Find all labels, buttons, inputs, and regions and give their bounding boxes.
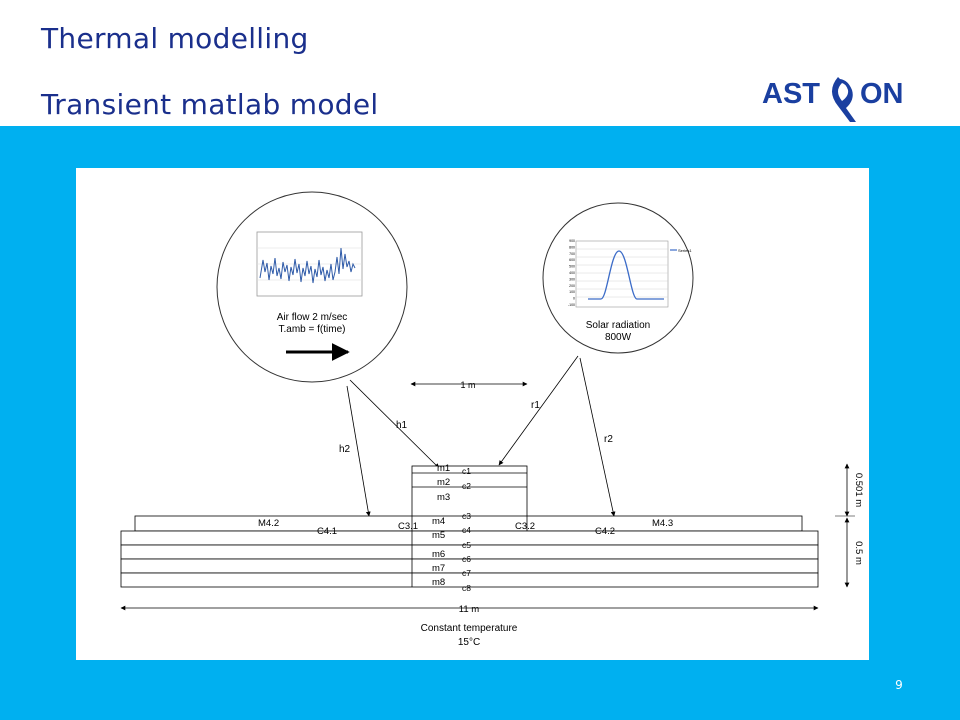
r2-arrow xyxy=(579,357,616,517)
r1-arrow xyxy=(498,355,579,466)
C4-1-label: C4.1 xyxy=(317,526,337,537)
slide-subtitle: Transient matlab model xyxy=(41,88,379,121)
thermal-model-diagram: Air flow 2 m/sec T.amb = f(time) Series1… xyxy=(76,168,869,660)
solar-y-ticks: 900 800 700 600 500 400 300 200 100 0 -100 xyxy=(568,239,575,307)
C3-1-label: C3.1 xyxy=(398,521,418,532)
m1-label: m1 xyxy=(437,463,450,474)
solar-y-tick: 500 xyxy=(569,265,575,269)
dimension-11m-label: 11 m xyxy=(459,604,480,615)
m7-label: m7 xyxy=(432,563,445,574)
solar-y-tick: 300 xyxy=(569,277,575,281)
solar-mini-chart: Series1 900 800 700 600 500 400 300 200 100 0 -100 xyxy=(568,239,692,308)
svg-text:ON: ON xyxy=(860,78,904,110)
constant-temperature-label: Constant temperature xyxy=(421,623,518,634)
h1-label: h1 xyxy=(396,420,408,431)
c7-label: c7 xyxy=(462,568,471,578)
r1-label: r1 xyxy=(531,400,540,411)
c3-label: c3 xyxy=(462,511,471,521)
m5-label: m5 xyxy=(432,530,445,541)
astron-logo: AST ON xyxy=(762,77,904,122)
ground-layers xyxy=(120,530,819,588)
solar-y-tick: 200 xyxy=(569,284,575,288)
slide-title: Thermal modelling xyxy=(41,22,309,55)
solar-y-tick: 0 xyxy=(573,297,575,301)
m4-label: m4 xyxy=(432,516,445,527)
solar-y-tick: 100 xyxy=(569,290,575,294)
c5-label: c5 xyxy=(462,540,471,550)
solar-legend: Series1 xyxy=(678,248,692,253)
c1-label: c1 xyxy=(462,466,471,476)
C4-2-label: C4.2 xyxy=(595,526,615,537)
h2-label: h2 xyxy=(339,444,351,455)
airflow-mini-chart xyxy=(256,231,363,297)
M4-2-label: M4.2 xyxy=(258,518,279,529)
solar-radiation-label: Solar radiation xyxy=(586,320,650,331)
solar-y-tick: 400 xyxy=(569,271,575,275)
dimension-1m-label: 1 m xyxy=(460,380,475,390)
temperature-value-label: 15°C xyxy=(458,637,480,648)
solar-y-tick: 800 xyxy=(569,245,575,249)
m2-label: m2 xyxy=(437,477,450,488)
svg-text:AST: AST xyxy=(762,78,820,110)
solar-power-label: 800W xyxy=(605,332,632,343)
M4-3-label: M4.3 xyxy=(652,518,673,529)
ambient-temperature-label: T.amb = f(time) xyxy=(279,324,346,335)
m3-label: m3 xyxy=(437,492,450,503)
m6-label: m6 xyxy=(432,549,445,560)
solar-y-tick: -100 xyxy=(568,303,575,307)
solar-y-tick: 900 xyxy=(569,239,575,243)
solar-y-tick: 600 xyxy=(569,258,575,262)
dimension-05-label: 0.5 m xyxy=(853,541,864,565)
C3-2-label: C3.2 xyxy=(515,521,535,532)
dimension-0501-label: 0.501 m xyxy=(853,473,864,507)
c4-label: c4 xyxy=(462,525,471,535)
page-number: 9 xyxy=(895,678,903,692)
node-labels: m1 c1 m2 c2 m3 c3 m4 c4 m5 c5 m6 c6 m7 c… xyxy=(258,463,673,593)
c6-label: c6 xyxy=(462,554,471,564)
h1-arrow xyxy=(349,379,440,469)
h2-arrow xyxy=(346,385,371,517)
airflow-label: Air flow 2 m/sec xyxy=(277,312,348,323)
c8-label: c8 xyxy=(462,583,471,593)
r2-label: r2 xyxy=(604,434,613,445)
solar-y-tick: 700 xyxy=(569,252,575,256)
m8-label: m8 xyxy=(432,577,445,588)
c2-label: c2 xyxy=(462,481,471,491)
